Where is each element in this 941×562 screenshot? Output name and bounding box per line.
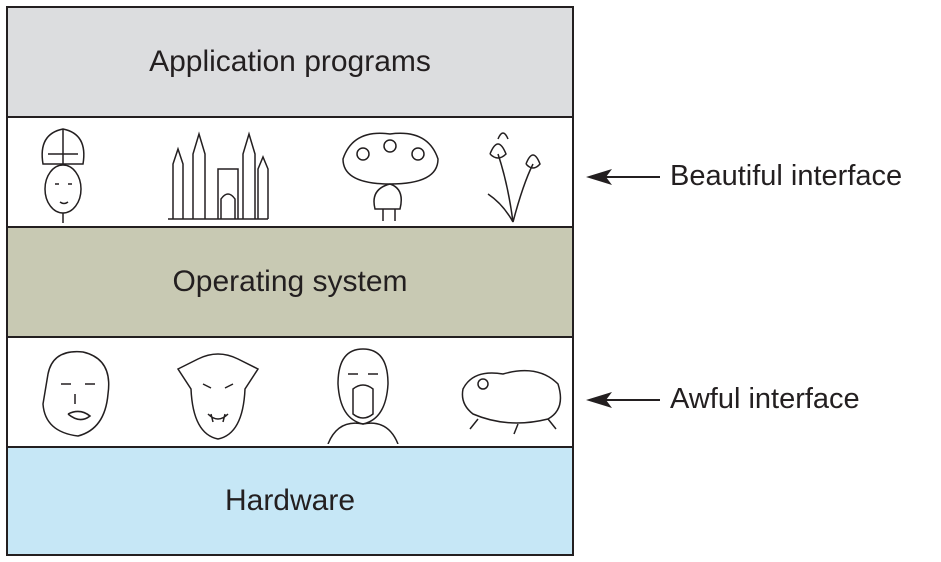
hardware-layer: Hardware: [8, 448, 572, 554]
application-programs-layer: Application programs: [8, 8, 572, 116]
screaming-man-icon: [327, 348, 399, 444]
queen-icon: [41, 128, 85, 223]
beautiful-interface-annotation: Beautiful interface: [586, 160, 902, 193]
application-programs-label: Application programs: [149, 45, 431, 78]
left-arrow-icon: [586, 391, 660, 408]
ugly-face-icon: [42, 350, 110, 437]
awful-interface-label: Awful interface: [670, 383, 860, 415]
peacock-icon: [342, 132, 439, 221]
operating-system-label: Operating system: [172, 265, 408, 298]
layer-stack: Application programs Operating system: [6, 6, 574, 556]
beautiful-interface-label: Beautiful interface: [670, 160, 903, 192]
castle-icon: [168, 131, 269, 220]
hardware-label: Hardware: [224, 484, 356, 517]
awful-interface-band: [8, 336, 572, 448]
operating-system-layer: Operating system: [8, 228, 572, 336]
toad-icon: [461, 369, 562, 435]
beautiful-interface-band: [8, 116, 572, 228]
flower-icon: [487, 132, 541, 223]
warthog-icon: [176, 353, 260, 440]
awful-interface-annotation: Awful interface: [586, 383, 860, 416]
left-arrow-icon: [586, 168, 660, 185]
